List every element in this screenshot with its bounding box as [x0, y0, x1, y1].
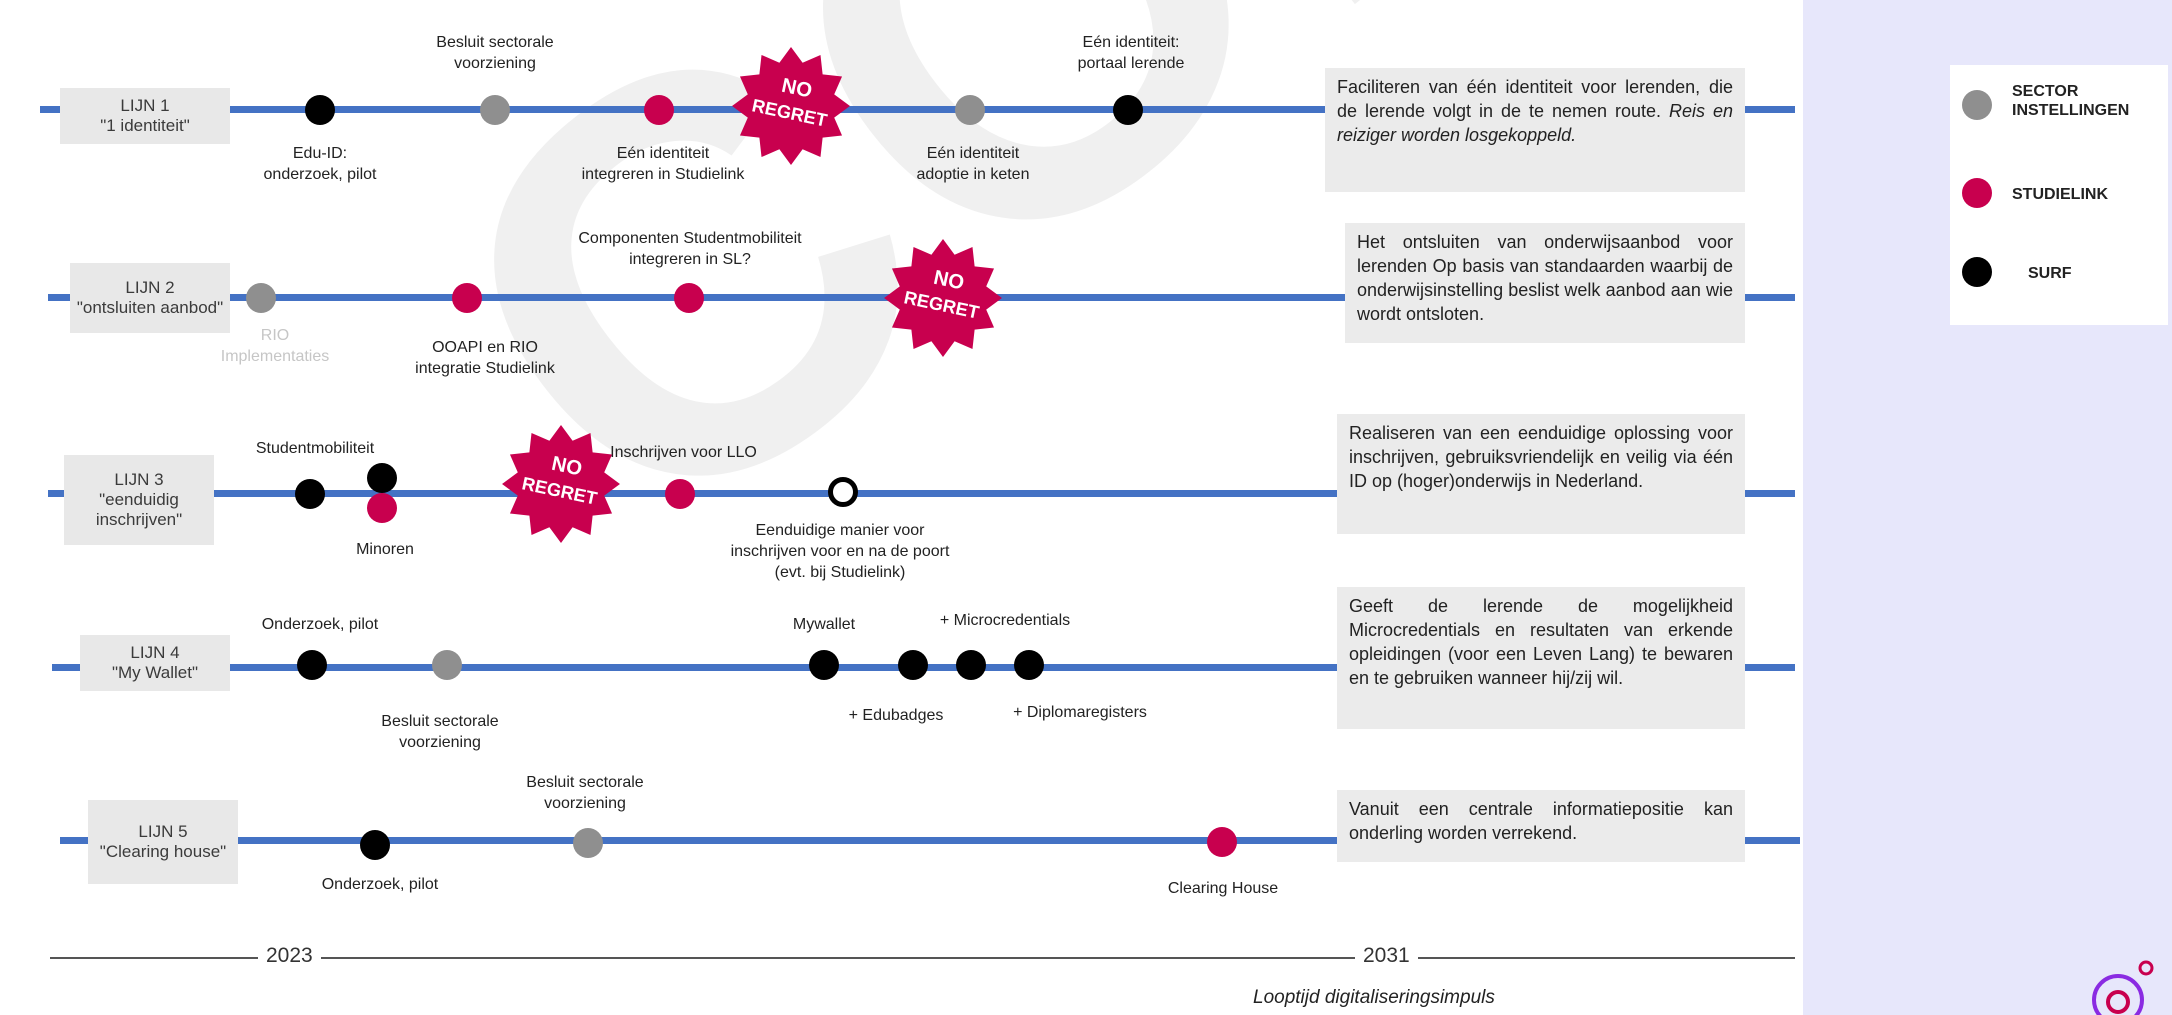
lane-2-studielink-node-2: [674, 283, 704, 313]
no-regret-badge-3: NO REGRET: [502, 425, 620, 543]
lane-3-studielink-node-2: [665, 479, 695, 509]
lane-2-description: Het ontsluiten van onderwijsaanbod voor …: [1345, 223, 1745, 343]
lane-4-description: Geeft de lerende de mogelijkheid Microcr…: [1337, 587, 1745, 729]
lane-5-title: LIJN 5: [138, 822, 188, 841]
lane-4-label-onderzoek: Onderzoek, pilot: [261, 616, 379, 633]
legend-studielink-label: STUDIELINK: [2012, 186, 2108, 203]
lane-4-label-edubadges: + Edubadges: [848, 707, 944, 724]
lane-4-surf-node: [297, 650, 327, 680]
lane-5-subtitle: "Clearing house": [99, 842, 227, 861]
lane-1-surf-node: [305, 95, 335, 125]
time-axis: [50, 957, 1795, 959]
axis-caption: Looptijd digitaliseringsimpuls: [1253, 987, 1495, 1008]
axis-end-year: 2031: [1355, 944, 1418, 968]
lane-5-surf-node: [360, 830, 390, 860]
lane-4-label: LIJN 4 "My Wallet": [80, 635, 230, 691]
lane-2-subtitle: "ontsluiten aanbod": [76, 298, 224, 317]
lane-4-surf-node-mywallet: [809, 650, 839, 680]
lane-5-label: LIJN 5 "Clearing house": [88, 800, 238, 884]
no-regret-badge-1: NO REGRET: [732, 47, 850, 165]
lane-3-title: LIJN 3: [114, 470, 164, 489]
lane-4-surf-node-diplomaregisters: [1014, 650, 1044, 680]
lane-2-label: LIJN 2 "ontsluiten aanbod": [70, 263, 230, 333]
lane-5-studielink-node: [1207, 827, 1237, 857]
no-regret-badge-2: NO REGRET: [884, 239, 1002, 357]
lane-3-subtitle: "eenduidig inschrijven": [95, 490, 183, 529]
lane-3-surf-node: [295, 479, 325, 509]
lane-3-description: Realiseren van een eenduidige oplossing …: [1337, 414, 1745, 534]
lane-3-open-node: [828, 477, 858, 507]
lane-5-description: Vanuit een centrale informatiepositie ka…: [1337, 790, 1745, 862]
lane-3-label: LIJN 3 "eenduidig inschrijven": [64, 455, 214, 545]
lane-4-sector-node: [432, 650, 462, 680]
lane-1-sector-node: [480, 95, 510, 125]
lane-1-label-edu-id: Edu-ID:onderzoek, pilot: [263, 145, 377, 183]
lane-5-label-clearing: Clearing House: [1167, 880, 1279, 897]
lane-4-subtitle: "My Wallet": [111, 663, 199, 682]
lane-4-label-microcredentials: + Microcredentials: [939, 612, 1071, 629]
lane-1-title: LIJN 1: [120, 96, 170, 115]
lane-1-surf-node-2: [1113, 95, 1143, 125]
legend-surf-label: SURF: [2028, 265, 2072, 282]
lane-3-surf-node-2: [367, 463, 397, 493]
legend-sector-dot: [1962, 90, 1992, 120]
lane-3-label-llo: Inschrijven voor LLO: [610, 444, 757, 461]
legend-studielink-dot: [1962, 178, 1992, 208]
axis-start-year: 2023: [258, 944, 321, 968]
lane-2-title: LIJN 2: [125, 278, 175, 297]
lane-3-line: [48, 490, 1795, 497]
lane-4-label-diplomaregisters: + Diplomaregisters: [1013, 704, 1147, 721]
lane-1-subtitle: "1 identiteit": [100, 116, 190, 135]
brand-logo-icon: [2092, 960, 2154, 1015]
lane-2-sector-node: [246, 283, 276, 313]
lane-1-label: LIJN 1 "1 identiteit": [60, 88, 230, 144]
lane-4-surf-node-microcredentials: [956, 650, 986, 680]
lane-5-sector-node: [573, 828, 603, 858]
lane-1-label-portaal: Eén identiteit:portaal lerende: [1077, 34, 1185, 72]
lane-4-label-mywallet: Mywallet: [792, 616, 856, 633]
lane-5-label-onderzoek: Onderzoek, pilot: [321, 876, 439, 893]
lane-1-sector-node-2: [955, 95, 985, 125]
lane-3-studielink-node: [367, 493, 397, 523]
lane-1-line: [40, 106, 1795, 113]
concept-watermark: CONCEPT: [330, 0, 2172, 657]
legend-surf-dot: [1962, 257, 1992, 287]
lane-1-studielink-node: [644, 95, 674, 125]
lane-3-label-minoren: Minoren: [356, 541, 414, 558]
lane-4-title: LIJN 4: [130, 643, 180, 662]
lane-3-label-studentmobiliteit: Studentmobiliteit: [255, 440, 375, 457]
lane-4-surf-node-edubadges: [898, 650, 928, 680]
lane-2-studielink-node: [452, 283, 482, 313]
lane-1-description: Faciliteren van één identiteit voor lere…: [1325, 68, 1745, 192]
lane-5-line: [60, 837, 1800, 844]
